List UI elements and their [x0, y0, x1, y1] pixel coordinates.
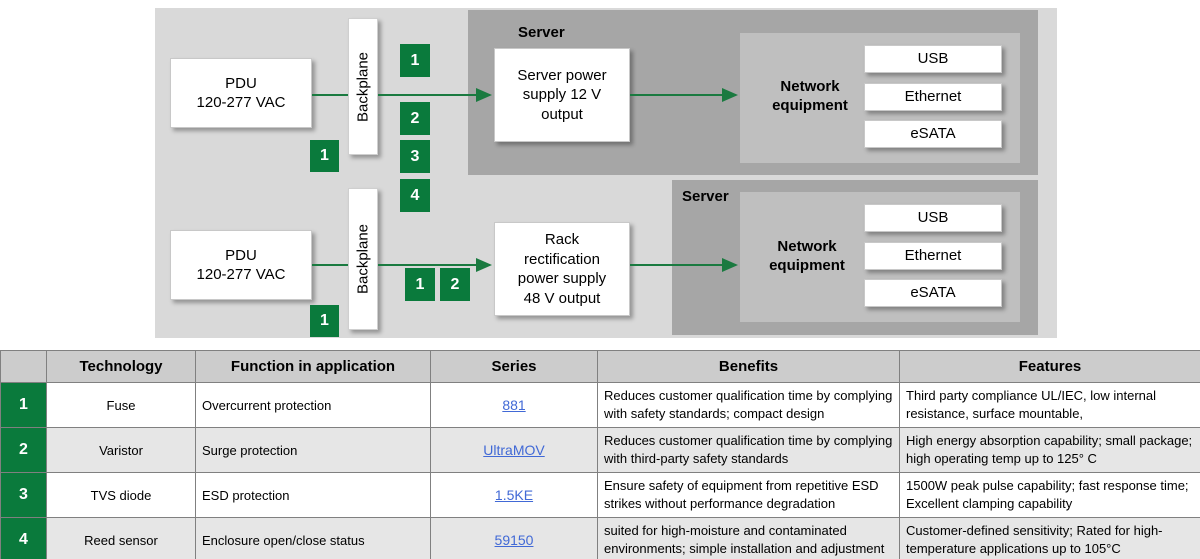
- backplane-1: Backplane: [348, 18, 378, 155]
- pdu-line-1: PDU: [225, 74, 257, 92]
- cell-series: UltraMOV: [430, 427, 598, 473]
- port-box-ethernet-2: Ethernet: [864, 242, 1002, 270]
- cell-technology: Reed sensor: [46, 517, 196, 559]
- cell-benefits: suited for high-moisture and contaminate…: [597, 517, 900, 559]
- table-header-index: [0, 350, 47, 383]
- network-equipment-label-1: Network equipment: [760, 78, 860, 116]
- power-supply-line-2: supply 12 V: [522, 86, 602, 104]
- server-title-2: Server: [682, 188, 729, 205]
- badge-label: 4: [410, 186, 420, 204]
- cell-technology: Fuse: [46, 382, 196, 428]
- badge-label: 2: [410, 109, 420, 127]
- cell-function: Enclosure open/close status: [195, 517, 431, 559]
- pdu-line-1: PDU: [225, 246, 257, 264]
- server-power-supply-box: Server power supply 12 V output: [494, 48, 630, 142]
- series-link[interactable]: UltraMOV: [483, 442, 545, 458]
- power-supply-line-1: Server power: [517, 66, 607, 84]
- server-title-1: Server: [518, 24, 565, 41]
- cell-function: Overcurrent protection: [195, 382, 431, 428]
- cell-series: 1.5KE: [430, 472, 598, 518]
- cell-technology: Varistor: [46, 427, 196, 473]
- badge-label: 1: [410, 51, 420, 69]
- port-label: Ethernet: [904, 88, 962, 106]
- power-supply-line-2: rectification: [524, 250, 600, 268]
- port-box-esata-2: eSATA: [864, 279, 1002, 307]
- port-label: eSATA: [910, 284, 956, 302]
- table-header-row: Technology Function in application Serie…: [0, 350, 1200, 383]
- port-label: USB: [917, 209, 949, 227]
- row-index-badge: 3: [0, 472, 47, 518]
- badge-pdu-2: 1: [310, 305, 339, 337]
- table-row: 4 Reed sensor Enclosure open/close statu…: [0, 517, 1200, 559]
- port-label: eSATA: [910, 125, 956, 143]
- badge-label: 1: [320, 312, 329, 329]
- power-supply-line-3: power supply: [517, 270, 607, 287]
- table-header-benefits: Benefits: [597, 350, 900, 383]
- pdu-line-2: 120-277 VAC: [196, 266, 286, 283]
- cell-benefits: Reduces customer qualification time by c…: [597, 382, 900, 428]
- table-header-function: Function in application: [195, 350, 431, 383]
- network-equipment-line-2: equipment: [772, 96, 848, 114]
- rack-rectification-power-supply-box: Rack rectification power supply 48 V out…: [494, 222, 630, 316]
- power-supply-line-1: Rack: [544, 231, 580, 248]
- badge-pdu-1: 1: [310, 140, 339, 172]
- badge-column-4: 4: [400, 179, 430, 212]
- row-index-badge: 2: [0, 427, 47, 473]
- row-index-badge: 1: [0, 382, 47, 428]
- table-header-series: Series: [430, 350, 598, 383]
- cell-features: 1500W peak pulse capability; fast respon…: [899, 472, 1200, 518]
- badge-column-3: 3: [400, 140, 430, 173]
- specification-table-area: Technology Function in application Serie…: [0, 350, 1200, 559]
- cell-features: High energy absorption capability; small…: [899, 427, 1200, 473]
- architecture-diagram: Server Network equipment USB Ethernet eS…: [155, 8, 1057, 338]
- cell-technology: TVS diode: [46, 472, 196, 518]
- network-equipment-label-2: Network equipment: [757, 238, 857, 276]
- port-box-usb-1: USB: [864, 45, 1002, 73]
- badge-inline-2: 2: [440, 268, 470, 301]
- pdu-box-2: PDU 120-277 VAC: [170, 230, 312, 300]
- power-supply-line-3: output: [541, 105, 583, 123]
- connector-lines: [312, 88, 738, 272]
- series-link[interactable]: 59150: [494, 532, 534, 548]
- network-equipment-line-1: Network: [777, 238, 837, 255]
- port-label: Ethernet: [904, 247, 962, 265]
- table-header-technology: Technology: [46, 350, 196, 383]
- badge-column-1: 1: [400, 44, 430, 77]
- series-link[interactable]: 881: [502, 397, 526, 413]
- cell-series: 59150: [430, 517, 598, 559]
- backplane-2: Backplane: [348, 188, 378, 330]
- badge-label: 3: [410, 147, 420, 165]
- row-index-badge: 4: [0, 517, 47, 559]
- badge-label: 1: [320, 147, 329, 164]
- table-header-features: Features: [899, 350, 1200, 383]
- badge-label: 2: [450, 275, 460, 293]
- port-box-ethernet-1: Ethernet: [864, 83, 1002, 111]
- cell-features: Third party compliance UL/IEC, low inter…: [899, 382, 1200, 428]
- table-row: 1 Fuse Overcurrent protection 881 Reduce…: [0, 382, 1200, 428]
- table-row: 3 TVS diode ESD protection 1.5KE Ensure …: [0, 472, 1200, 518]
- cell-features: Customer-defined sensitivity; Rated for …: [899, 517, 1200, 559]
- cell-series: 881: [430, 382, 598, 428]
- badge-column-2: 2: [400, 102, 430, 135]
- cell-function: ESD protection: [195, 472, 431, 518]
- port-box-usb-2: USB: [864, 204, 1002, 232]
- network-equipment-line-1: Network: [780, 78, 840, 95]
- cell-benefits: Reduces customer qualification time by c…: [597, 427, 900, 473]
- port-box-esata-1: eSATA: [864, 120, 1002, 148]
- pdu-box-1: PDU 120-277 VAC: [170, 58, 312, 128]
- cell-function: Surge protection: [195, 427, 431, 473]
- badge-inline-1: 1: [405, 268, 435, 301]
- badge-label: 1: [415, 275, 425, 293]
- specification-table: Technology Function in application Serie…: [0, 350, 1200, 559]
- power-supply-line-4: 48 V output: [523, 289, 601, 307]
- port-label: USB: [917, 50, 949, 68]
- cell-benefits: Ensure safety of equipment from repetiti…: [597, 472, 900, 518]
- pdu-line-2: 120-277 VAC: [196, 94, 286, 111]
- network-equipment-line-2: equipment: [769, 256, 845, 274]
- table-row: 2 Varistor Surge protection UltraMOV Red…: [0, 427, 1200, 473]
- series-link[interactable]: 1.5KE: [494, 487, 534, 503]
